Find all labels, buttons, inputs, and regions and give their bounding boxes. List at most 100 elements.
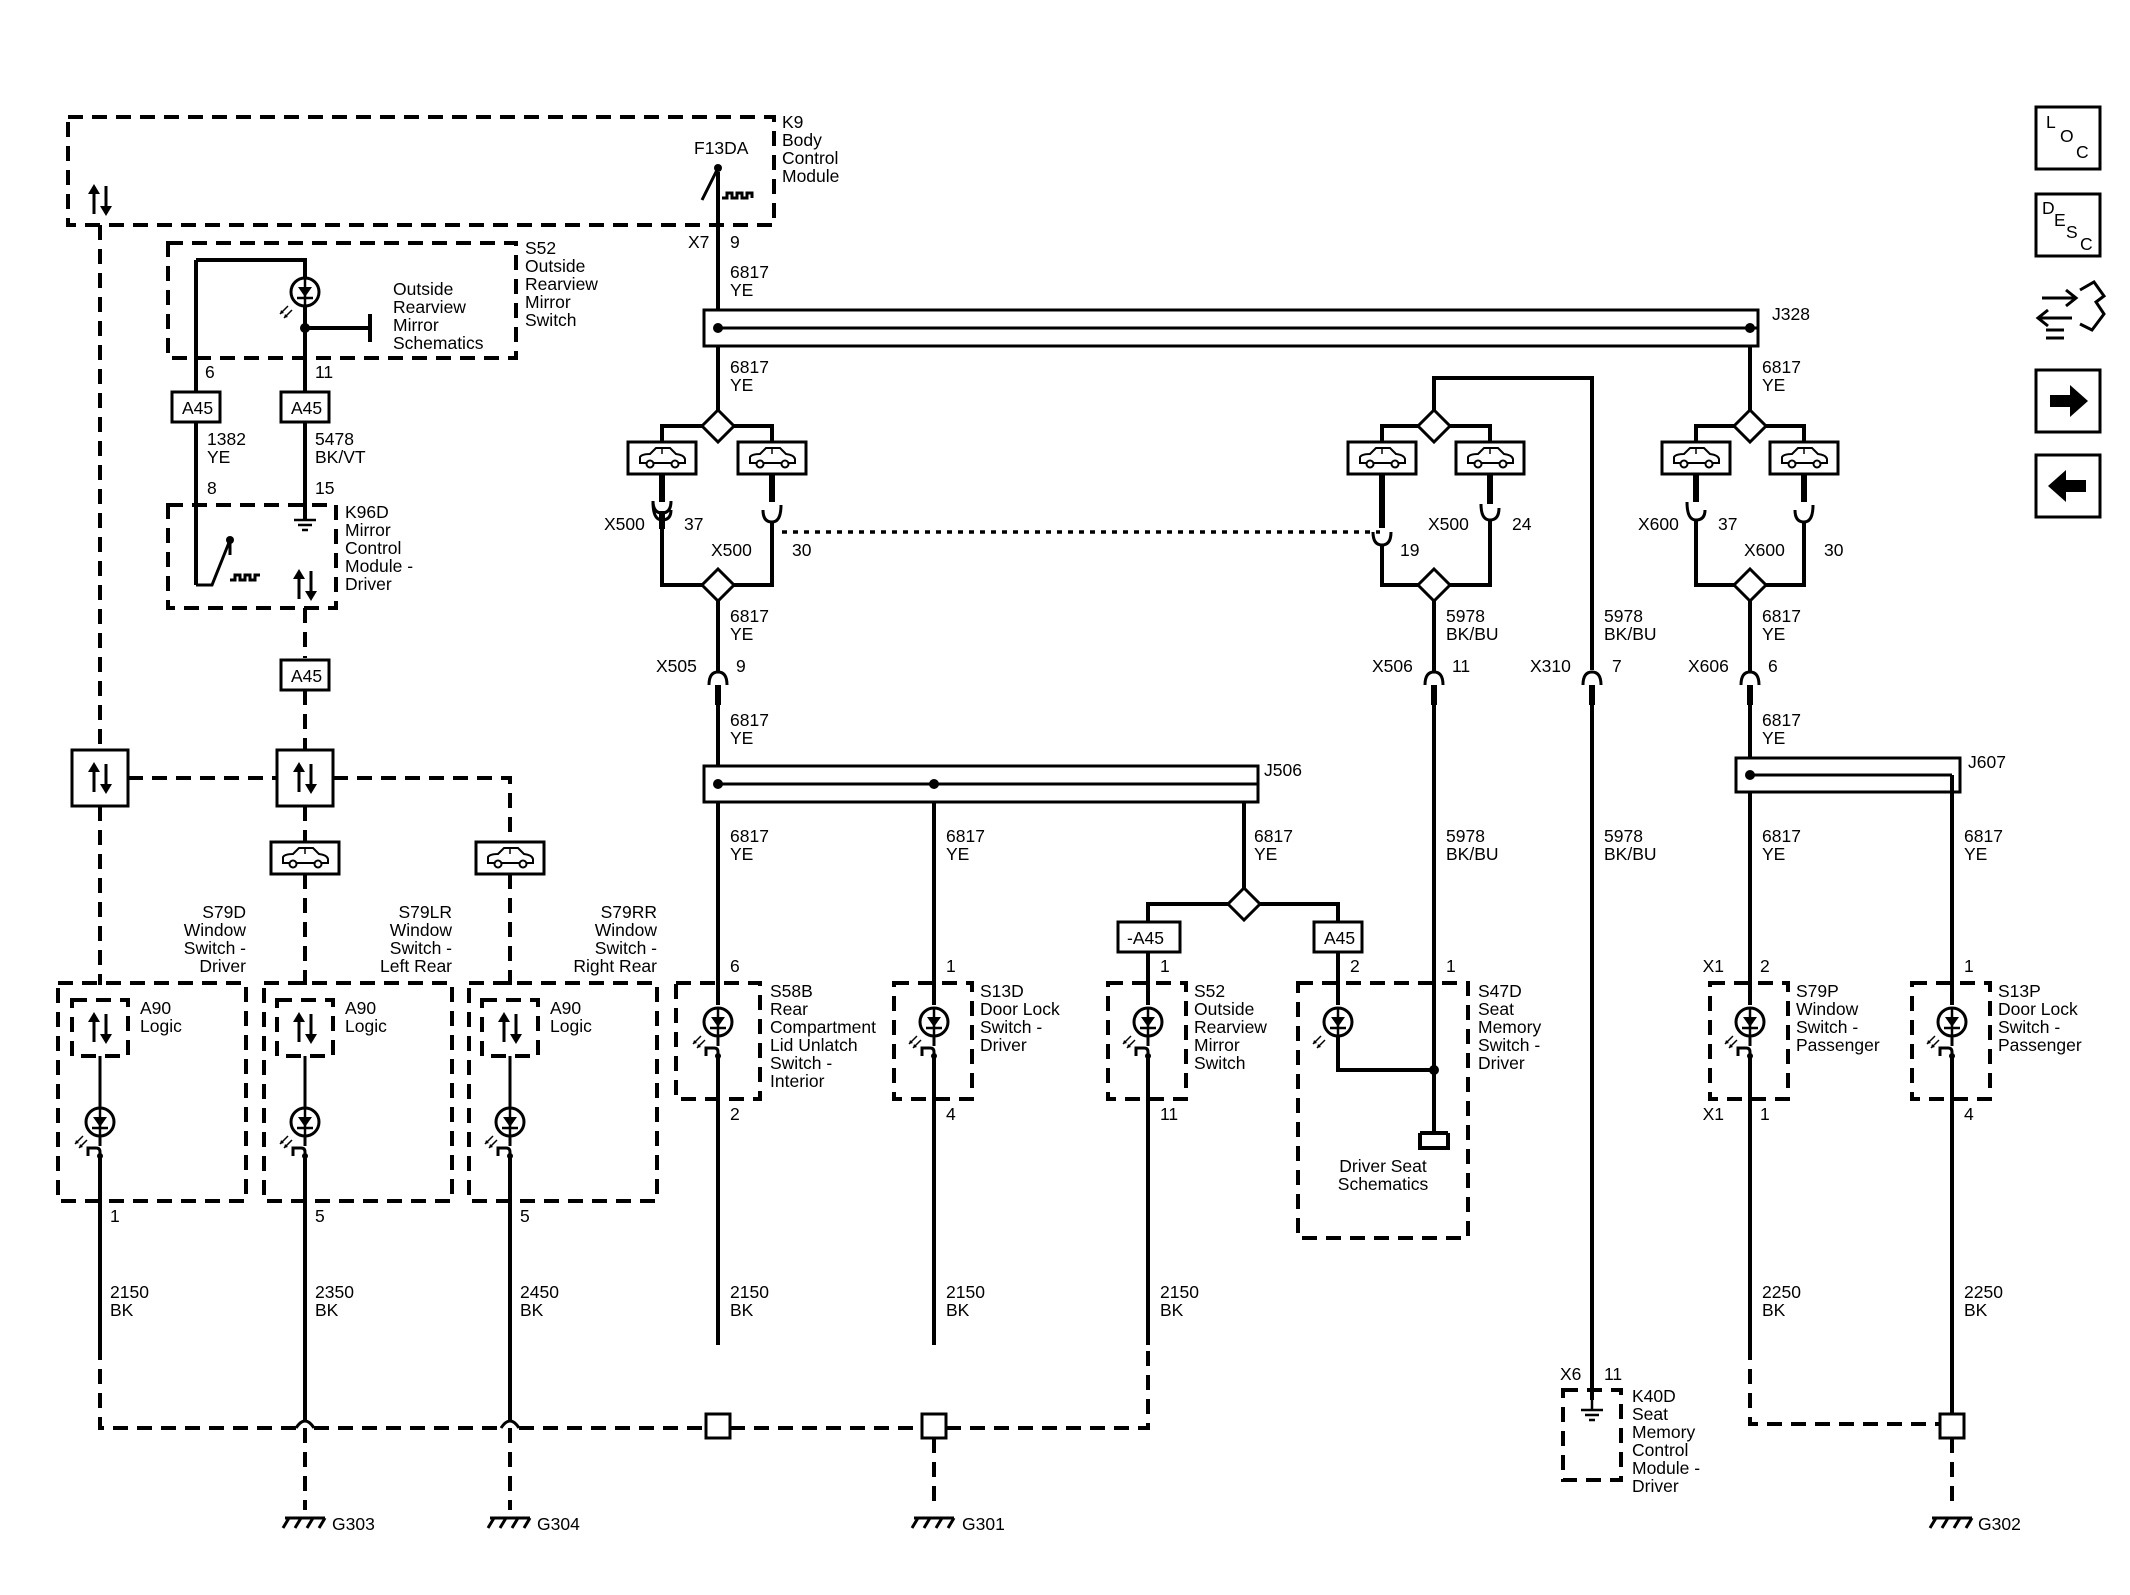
k40d-box [1561,1388,1623,1482]
pin-30: 30 [792,540,812,560]
s13p-box [1910,981,1992,1101]
s52-top-lamp-icon [278,276,321,320]
option-junction-icon [1732,567,1768,603]
next-page-icon[interactable] [2034,368,2102,434]
s13d-box [892,981,974,1101]
s79p-pin-top: 2 [1760,956,1770,976]
k9-label-3: Module [782,166,839,186]
pin-7: 7 [1612,656,1622,676]
wire-label-color: BK [520,1300,544,1320]
k96d-l4: Driver [345,574,392,594]
s52-l1: Outside [1194,999,1254,1019]
k9-module-box [66,115,776,227]
switch-contact-icon [1736,1034,1755,1061]
k9-fuse-label: F13DA [694,138,749,158]
wire-label-color: YE [730,624,753,644]
x505-label: X505 [656,656,697,676]
wire-label-color: YE [730,728,753,748]
k96d-l1: Mirror [345,520,391,540]
s79d-l3: Driver [199,956,246,976]
option-a45-tag [279,658,331,692]
loc-char-3: C [2076,142,2089,162]
s13d-pin-top: 1 [946,956,956,976]
wire-label-circuit: 5478 [315,429,354,449]
s79p-pin-bot: 1 [1760,1104,1770,1124]
s52-top-l1: Outside [525,256,585,276]
option-junction-icon [700,567,736,603]
s58b-l2: Compartment [770,1017,876,1037]
x500-label: X500 [1428,514,1469,534]
s79lr-l2: Switch - [390,938,452,958]
s79lr-l3: Left Rear [380,956,452,976]
k40d-id: K40D [1632,1386,1676,1406]
s79d-id: S79D [202,902,246,922]
wire-label-circuit: 2150 [1160,1282,1199,1302]
s13p-l3: Passenger [1998,1035,2082,1055]
wire-label-color: YE [1964,844,1987,864]
j506-label: J506 [1264,760,1302,780]
wire-label-color: BK [946,1300,970,1320]
serial-data-icon [291,1010,319,1046]
s47d-ref-1: Driver Seat [1339,1156,1427,1176]
location-button[interactable]: L O C [2034,105,2102,171]
wire-label-circuit: 6817 [730,826,769,846]
wire-label-circuit: 2150 [946,1282,985,1302]
s79d-logic-box [70,998,130,1058]
switch-contact-icon [86,1134,105,1161]
wire-label-color: YE [730,280,753,300]
wire-label-circuit: 2150 [730,1282,769,1302]
k40d-l4: Module - [1632,1458,1700,1478]
option-junction-icon [1226,886,1262,922]
s79rr-logic-box [480,998,540,1058]
pin-30: 30 [1824,540,1844,560]
s79d-l2: Switch - [184,938,246,958]
s79rr-l2: Switch - [595,938,657,958]
k40d-l2: Memory [1632,1422,1695,1442]
s52-pin-a: 6 [205,362,215,382]
pin-37: 37 [684,514,703,534]
vehicle-option-icon [1660,440,1732,476]
x500-label: X500 [604,514,645,534]
wire-label-circuit: 6817 [1762,357,1801,377]
desc-char-3: S [2066,222,2078,242]
description-button[interactable]: D E S C [2034,192,2102,258]
x506-label: X506 [1372,656,1413,676]
connector-end-view-icon[interactable] [2035,280,2107,340]
s58b-l4: Switch - [770,1053,832,1073]
s52-ref-3: Mirror [393,315,439,335]
wire-label-color: BK/BU [1446,624,1499,644]
k9-id: K9 [782,112,803,132]
wire-label-circuit: 5978 [1604,606,1643,626]
indicator-lamp-icon [907,1006,950,1050]
wire-label-color: BK [110,1300,134,1320]
wire-label-circuit: 2250 [1762,1282,1801,1302]
wire-label-color: BK [1160,1300,1184,1320]
s79rr-logic-text: Logic [550,1016,592,1036]
s79lr-id: S79LR [398,902,452,922]
s52-ref-2: Rearview [393,297,466,317]
s13d-l2: Switch - [980,1017,1042,1037]
wire-label-circuit: 2250 [1964,1282,2003,1302]
s47d-pin-b: 1 [1446,956,1456,976]
wire-label-circuit: 5978 [1446,606,1485,626]
s52-l3: Mirror [1194,1035,1240,1055]
k40d-l5: Driver [1632,1476,1679,1496]
indicator-lamp-icon [1121,1006,1164,1050]
switch-contact-icon [704,1034,723,1061]
s79d-box [56,981,248,1203]
s52-ref-1: Outside [393,279,453,299]
s52-ref-4: Schematics [393,333,484,353]
x600-label: X600 [1744,540,1785,560]
indicator-lamp-icon [1925,1006,1968,1050]
s79d-pin: 1 [110,1206,120,1226]
ground-g304-label: G304 [537,1514,580,1534]
previous-page-icon[interactable] [2034,453,2102,519]
ground-g301-label: G301 [962,1514,1005,1534]
s79p-l3: Passenger [1796,1035,1880,1055]
s52-id: S52 [1194,981,1225,1001]
wire-label-circuit: 6817 [1254,826,1293,846]
k9-label-2: Control [782,148,838,168]
desc-char-2: E [2054,210,2066,230]
vehicle-option-icon [474,840,546,876]
switch-contact-icon [920,1034,939,1061]
